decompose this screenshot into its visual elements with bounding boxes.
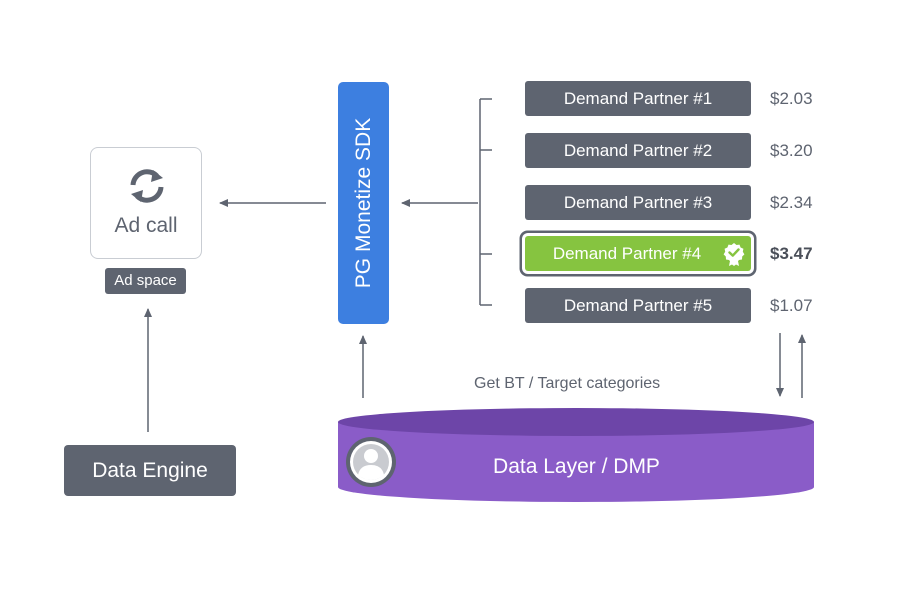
- partner-price-3: $2.34: [770, 193, 813, 212]
- partner-price-2: $3.20: [770, 141, 813, 160]
- demand-partner-1: Demand Partner #1: [525, 81, 751, 116]
- partner-label: Demand Partner #5: [563, 296, 713, 315]
- partner-price-1: $2.03: [770, 89, 813, 108]
- partner-price-4: $3.47: [770, 244, 813, 263]
- winner-badge-icon: [723, 243, 745, 266]
- demand-partner-3: Demand Partner #3: [525, 185, 751, 220]
- partner-price-5: $1.07: [770, 296, 813, 315]
- refresh-icon: [130, 169, 164, 203]
- ad-call-label: Ad call: [114, 214, 178, 237]
- data-engine-box: Data Engine: [64, 445, 236, 496]
- demand-partner-2: Demand Partner #2: [525, 133, 751, 168]
- partner-label: Demand Partner #3: [563, 193, 713, 212]
- demand-partner-4: Demand Partner #4: [525, 236, 751, 271]
- user-avatar-icon: [346, 437, 396, 487]
- sdk-label: PG Monetize SDK: [351, 117, 375, 289]
- dmp-label: Data Layer / DMP: [493, 455, 660, 478]
- partner-label: Demand Partner #4: [552, 244, 702, 263]
- dmp-cylinder: [338, 408, 814, 502]
- partner-label: Demand Partner #2: [563, 141, 713, 160]
- ad-call-box: Ad call: [90, 147, 202, 259]
- bt-categories-label: Get BT / Target categories: [474, 375, 661, 392]
- sdk-bar: PG Monetize SDK: [338, 82, 389, 324]
- partner-label: Demand Partner #1: [563, 89, 713, 108]
- partner-bracket: [479, 98, 492, 306]
- ad-space-badge: Ad space: [105, 268, 186, 294]
- demand-partner-5: Demand Partner #5: [525, 288, 751, 323]
